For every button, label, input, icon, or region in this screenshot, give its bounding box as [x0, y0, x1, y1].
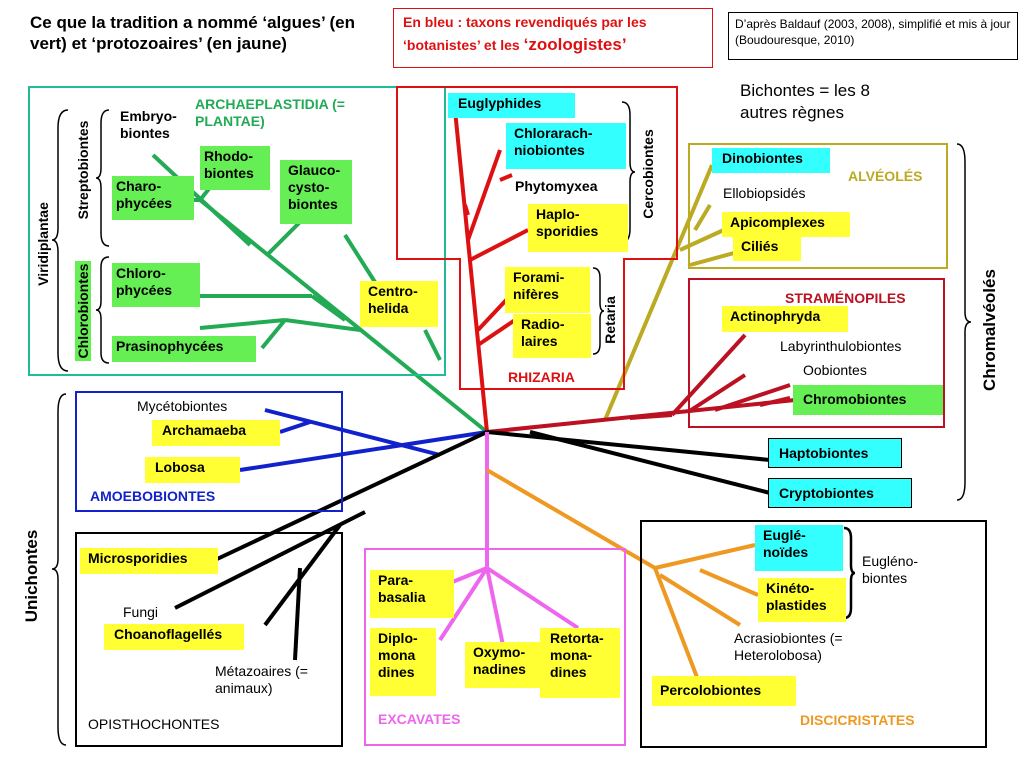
brace-euglenobiontes	[843, 526, 856, 620]
rhizaria-frame-left	[396, 258, 461, 260]
discicristates-label: DISCICRISTATES	[800, 712, 915, 728]
chromalveoles-label: Chromalvéolés	[980, 269, 999, 391]
opisthochontes-branches	[174, 430, 488, 661]
source-citation: D’après Baldauf (2003, 2008), simplifié …	[735, 17, 1011, 47]
stramenopiles-frame	[688, 278, 945, 428]
excavates-branches	[438, 432, 580, 656]
taxon-cilies: Ciliés	[733, 236, 801, 261]
chlorobiontes-label: Chlorobiontes	[75, 261, 91, 361]
stramenopiles-label: STRAMÉNOPILES	[785, 290, 906, 306]
source-frame	[728, 12, 1018, 60]
archaeplastidia-branches	[151, 153, 489, 434]
taxon-glaucocystobiontes: Glauco-cysto-biontes	[280, 160, 352, 224]
taxon-haptobiontes: Haptobiontes	[768, 438, 902, 468]
amoebobiontes-branches	[239, 408, 488, 472]
note-line2: ‘botanistes’ et les ‘zoologistes’	[403, 36, 627, 54]
taxon-archamaeba: Archamaeba	[152, 420, 280, 446]
alveoles-label: ALVÉOLÉS	[848, 168, 923, 184]
taxon-percolobiontes: Percolobiontes	[652, 676, 796, 706]
taxon-euglyphides: Euglyphides	[448, 93, 575, 118]
taxon-oobiontes: Oobiontes	[803, 362, 867, 378]
rhizaria-frame-bottom	[459, 258, 625, 390]
taxon-kinetoplastides: Kinéto-plastides	[758, 578, 846, 622]
taxon-phytomyxea: Phytomyxea	[515, 178, 598, 194]
streptobiontes-label: Streptobiontes	[75, 120, 91, 220]
taxon-dinobiontes: Dinobiontes	[712, 148, 830, 173]
excavates-frame	[364, 548, 626, 746]
opisthochontes-label: OPISTHOCHONTES	[88, 716, 220, 732]
note-botanists: ‘botanistes’ et les	[403, 37, 524, 53]
brace-streptobiontes	[95, 109, 110, 247]
note-zoologists: ‘zoologistes’	[523, 35, 627, 54]
taxon-fungi: Fungi	[123, 604, 159, 620]
note-frame	[393, 8, 713, 68]
brace-viridiplantae	[51, 109, 69, 372]
taxon-charophycees: Charo-phycées	[112, 176, 194, 220]
taxon-chlorophycees: Chloro-phycées	[112, 263, 200, 307]
taxon-parabasalia: Para-basalia	[370, 570, 454, 618]
viridiplantae-label: Viridiplantae	[35, 202, 51, 286]
opisthochontes-frame	[75, 532, 343, 747]
rhizaria-branches	[453, 109, 529, 433]
taxon-euglenobiontes: Eugléno-biontes	[862, 553, 919, 586]
archaeplastidia-label: ARCHAEPLASTIDIA (= PLANTAE)	[195, 96, 345, 129]
rhizaria-label: RHIZARIA	[508, 369, 575, 385]
excavates-label: EXCAVATES	[378, 711, 461, 727]
taxon-ellobiopsides: Ellobiopsidés	[723, 185, 806, 201]
taxon-embryobiontes: Embryo-biontes	[120, 108, 177, 141]
taxon-haplosporidies: Haplo-sporidies	[528, 204, 628, 252]
bichontes-label: Bichontes = les 8 autres règnes	[740, 81, 870, 122]
brace-retaria	[592, 267, 605, 355]
rhizaria-frame-right	[623, 258, 678, 260]
taxon-euglenoides: Euglé-noïdes	[755, 525, 843, 571]
taxon-centrohelida: Centro-helida	[360, 281, 438, 327]
taxon-chlorarachniobiontes: Chlorarach-niobiontes	[506, 123, 626, 169]
page-title: Ce que la tradition a nommé ‘algues’ (en…	[30, 13, 355, 53]
taxon-actinophryda: Actinophryda	[722, 306, 848, 332]
taxon-lobosa: Lobosa	[145, 457, 240, 483]
amoebobiontes-frame	[75, 391, 343, 512]
unichontes-label: Unichontes	[22, 529, 41, 623]
taxon-diplomonadines: Diplo-mona dines	[370, 628, 436, 696]
brace-chlorobiontes	[95, 256, 110, 364]
taxon-radiolaires: Radio-laires	[513, 314, 591, 358]
taxon-choanoflagelles: Choanoflagellés	[104, 624, 244, 650]
taxon-cryptobiontes: Cryptobiontes	[768, 478, 912, 508]
taxon-retortamonadines: Retorta-mona-dines	[540, 628, 620, 698]
stramenopiles-branches	[486, 333, 796, 434]
taxon-prasinophycees: Prasinophycées	[112, 336, 256, 362]
taxon-foraminiferes: Forami-nifères	[505, 267, 590, 313]
taxon-rhodobiontes: Rhodo-biontes	[200, 146, 270, 190]
taxon-metazoaires: Métazoaires (= animaux)	[215, 663, 308, 696]
archaeplastidia-frame	[28, 86, 446, 376]
brace-chromalveoles	[956, 143, 972, 501]
brace-cercobiontes	[621, 101, 636, 243]
taxon-apicomplexes: Apicomplexes	[722, 212, 850, 237]
cercobiontes-label: Cercobiontes	[640, 129, 656, 219]
amoebobiontes-label: AMOEBOBIONTES	[90, 488, 216, 504]
taxon-labyrinthulobiontes: Labyrinthulobiontes	[780, 338, 902, 354]
note-line1: En bleu : taxons revendiqués par les	[403, 14, 647, 30]
rhizaria-frame-top	[396, 86, 678, 260]
taxon-oxymonadines: Oxymo-nadines	[465, 642, 545, 688]
discicristates-frame	[640, 520, 987, 748]
taxon-microsporidies: Microsporidies	[80, 548, 218, 574]
brace-unichontes	[51, 393, 67, 746]
taxon-mycetobiontes: Mycétobiontes	[137, 398, 228, 414]
taxon-acrasiobiontes: Acrasiobiontes (= Heterolobosa)	[734, 630, 843, 663]
discicristates-branches	[485, 468, 759, 686]
alveolates-frame	[688, 143, 948, 269]
taxon-chromobiontes: Chromobiontes	[793, 385, 943, 415]
haptobiontes-cryptobiontes-branches	[486, 430, 771, 495]
